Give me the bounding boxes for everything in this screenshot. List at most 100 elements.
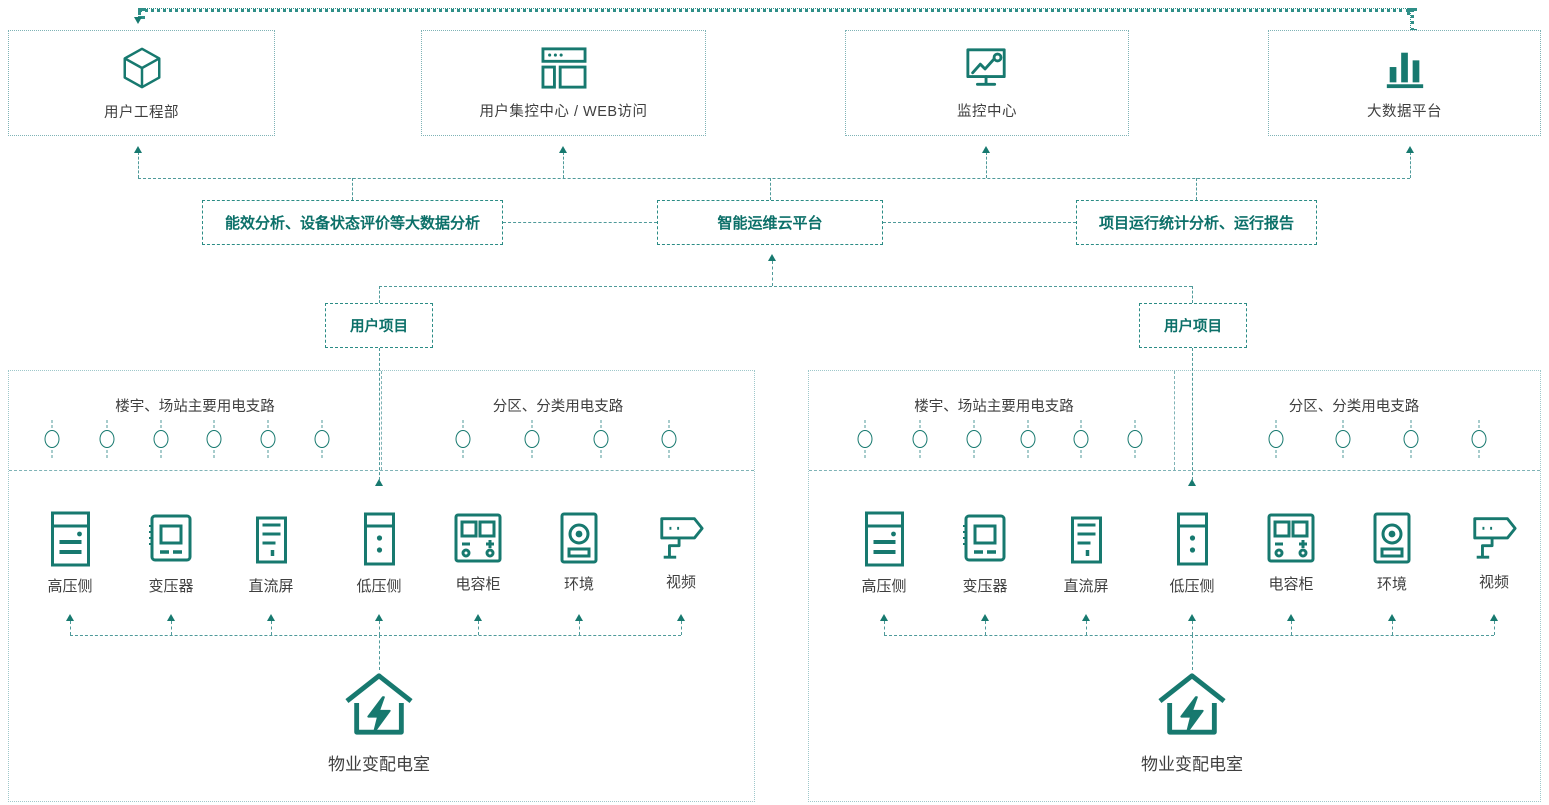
- arrow-up-user-engineering: [134, 146, 142, 153]
- device-dc-panel-left[interactable]: 直流屏: [248, 510, 294, 596]
- device-transformer-right[interactable]: 变压器: [962, 510, 1008, 596]
- riser-big-data: [1410, 152, 1411, 178]
- house-power-icon: [1154, 670, 1230, 738]
- cloud-platform-box[interactable]: 智能运维云平台: [657, 200, 883, 245]
- branch-node[interactable]: [593, 430, 609, 448]
- device-video-left[interactable]: 视频: [656, 510, 706, 592]
- branch-node[interactable]: [314, 430, 330, 448]
- riser-monitoring-center: [986, 152, 987, 178]
- device-lv-right[interactable]: 低压侧: [1169, 510, 1215, 596]
- branch-node[interactable]: [966, 430, 982, 448]
- top-card-monitoring-center[interactable]: 监控中心: [845, 30, 1129, 136]
- branch-node[interactable]: [1020, 430, 1036, 448]
- environment-sensor-icon: [558, 510, 600, 566]
- lv-cabinet-icon: [1174, 510, 1210, 568]
- branch-node[interactable]: [99, 430, 115, 448]
- device-dc-panel-right[interactable]: 直流屏: [1063, 510, 1109, 596]
- source-stub: [579, 621, 580, 635]
- source-stub: [1086, 621, 1087, 635]
- source-stub: [884, 621, 885, 635]
- source-stub: [985, 621, 986, 635]
- reports-box[interactable]: 项目运行统计分析、运行报告: [1076, 200, 1317, 245]
- branch-node[interactable]: [1127, 430, 1143, 448]
- branch-node[interactable]: [206, 430, 222, 448]
- arrow-up-device: [1388, 614, 1396, 621]
- user-project-box-left[interactable]: 用户项目: [325, 303, 433, 348]
- branch-node[interactable]: [912, 430, 928, 448]
- arrow-up-control-center: [559, 146, 567, 153]
- branch-node[interactable]: [1073, 430, 1089, 448]
- device-label: 视频: [665, 574, 696, 591]
- device-label: 视频: [1478, 574, 1509, 591]
- arrow-up-cloud-platform: [768, 254, 776, 261]
- device-label: 低压侧: [1169, 578, 1215, 595]
- top-card-big-data-platform[interactable]: 大数据平台: [1268, 30, 1541, 136]
- branch-node[interactable]: [44, 430, 60, 448]
- branch-node[interactable]: [153, 430, 169, 448]
- reports-box-label: 项目运行统计分析、运行报告: [1098, 215, 1294, 232]
- device-label: 电容柜: [1268, 576, 1314, 593]
- drop-analytics-left: [352, 178, 353, 200]
- top-card-control-center-web[interactable]: 用户集控中心 / WEB访问: [421, 30, 706, 136]
- source-stub: [1192, 621, 1193, 635]
- device-label: 低压侧: [356, 578, 402, 595]
- arrow-up-device: [677, 614, 685, 621]
- link-cloud-to-reports: [883, 222, 1076, 223]
- device-hv-right[interactable]: 高压侧: [861, 510, 907, 596]
- bar-chart-icon: [1382, 46, 1428, 90]
- arrow-up-device: [66, 614, 74, 621]
- feedback-arrow-down: [134, 17, 142, 24]
- arrow-up-device: [375, 614, 383, 621]
- power-room-right[interactable]: 物业变配电室: [1141, 670, 1243, 775]
- device-label: 高压侧: [861, 578, 907, 595]
- device-environment-left[interactable]: 环境: [558, 510, 600, 594]
- device-label: 环境: [563, 576, 594, 593]
- cctv-camera-icon: [1469, 510, 1519, 564]
- branch-node[interactable]: [1471, 430, 1487, 448]
- branch-group-title: 分区、分类用电支路: [1288, 399, 1420, 415]
- branch-node[interactable]: [524, 430, 540, 448]
- branch-group-title: 楼宇、场站主要用电支路: [914, 399, 1074, 415]
- branch-node[interactable]: [455, 430, 471, 448]
- device-label: 直流屏: [1063, 578, 1109, 595]
- drop-project-left: [379, 286, 380, 303]
- arrow-up-device: [167, 614, 175, 621]
- analytics-box[interactable]: 能效分析、设备状态评价等大数据分析: [202, 200, 503, 245]
- device-lv-left[interactable]: 低压侧: [356, 510, 402, 596]
- device-label: 直流屏: [248, 578, 294, 595]
- arrow-up-device: [1082, 614, 1090, 621]
- branch-node[interactable]: [1335, 430, 1351, 448]
- power-room-left[interactable]: 物业变配电室: [328, 670, 430, 775]
- user-project-label: 用户项目: [350, 319, 408, 335]
- power-room-label: 物业变配电室: [1141, 755, 1243, 774]
- arrow-up-device-lv-left: [375, 479, 383, 486]
- device-capacitor-left[interactable]: 电容柜: [453, 510, 503, 594]
- device-label: 变压器: [962, 578, 1008, 595]
- device-capacitor-right[interactable]: 电容柜: [1266, 510, 1316, 594]
- device-environment-right[interactable]: 环境: [1371, 510, 1413, 594]
- branch-node[interactable]: [1268, 430, 1284, 448]
- device-label: 电容柜: [455, 576, 501, 593]
- branch-node[interactable]: [661, 430, 677, 448]
- environment-sensor-icon: [1371, 510, 1413, 566]
- arrow-up-monitoring-center: [982, 146, 990, 153]
- panel-divider-left: [9, 470, 754, 471]
- device-hv-left[interactable]: 高压侧: [47, 510, 93, 596]
- device-video-right[interactable]: 视频: [1469, 510, 1519, 592]
- cloud-platform-label: 智能运维云平台: [717, 215, 823, 232]
- branch-node[interactable]: [260, 430, 276, 448]
- source-stub: [1392, 621, 1393, 635]
- cube-icon: [119, 45, 165, 91]
- device-transformer-left[interactable]: 变压器: [148, 510, 194, 596]
- branch-node[interactable]: [857, 430, 873, 448]
- top-card-user-engineering[interactable]: 用户工程部: [8, 30, 275, 136]
- panel-group-divider-left: [381, 371, 382, 470]
- user-project-box-right[interactable]: 用户项目: [1139, 303, 1247, 348]
- cctv-camera-icon: [656, 510, 706, 564]
- source-stub: [1291, 621, 1292, 635]
- dc-panel-icon: [252, 510, 290, 568]
- arrow-up-device: [1490, 614, 1498, 621]
- top-card-label: 监控中心: [957, 103, 1017, 120]
- branch-node[interactable]: [1403, 430, 1419, 448]
